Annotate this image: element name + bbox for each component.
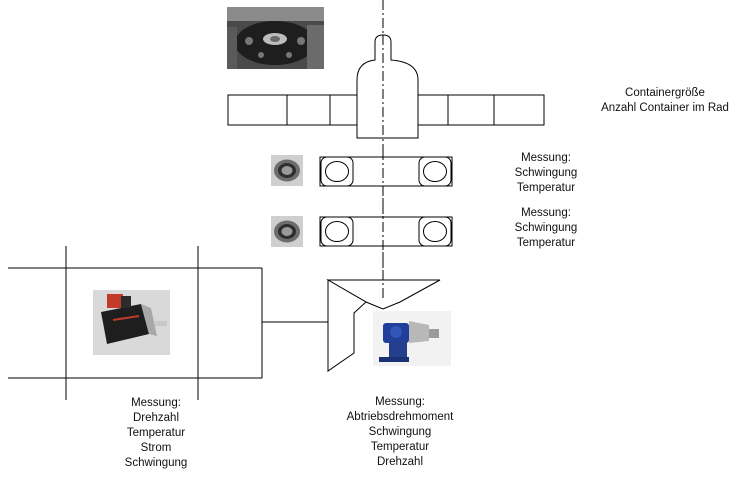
measurement-item: Temperatur xyxy=(496,236,596,251)
measurement-item: Abtriebsdrehmoment xyxy=(332,410,468,425)
gearbox-measurement-label: Messung: Abtriebsdrehmoment Schwingung T… xyxy=(332,395,468,470)
measurement-heading: Messung: xyxy=(496,206,596,221)
container-wheel-photo xyxy=(227,7,324,69)
bearing-lower xyxy=(320,217,452,246)
bearing-upper xyxy=(320,157,452,186)
servo-motor-photo xyxy=(93,290,170,355)
bearing-lower-measurement-label: Messung: Schwingung Temperatur xyxy=(496,206,596,251)
measurement-item: Drehzahl xyxy=(332,455,468,470)
wheel-hub xyxy=(357,35,418,138)
motor-measurement-label: Messung: Drehzahl Temperatur Strom Schwi… xyxy=(108,396,204,471)
measurement-item: Temperatur xyxy=(108,426,204,441)
container-size-text: Containergröße xyxy=(590,86,740,101)
measurement-item: Schwingung xyxy=(496,166,596,181)
measurement-item: Schwingung xyxy=(496,221,596,236)
measurement-heading: Messung: xyxy=(108,396,204,411)
ball-bearing-photo xyxy=(271,155,303,186)
bearing-upper-measurement-label: Messung: Schwingung Temperatur xyxy=(496,151,596,196)
measurement-item: Strom xyxy=(108,441,204,456)
measurement-item: Temperatur xyxy=(332,440,468,455)
container-count-text: Anzahl Container im Rad xyxy=(590,101,740,116)
wheel-info-label: Containergröße Anzahl Container im Rad xyxy=(590,86,740,116)
angle-gearbox-photo xyxy=(373,311,451,366)
measurement-heading: Messung: xyxy=(332,395,468,410)
measurement-item: Schwingung xyxy=(332,425,468,440)
ball-bearing-photo xyxy=(271,216,303,247)
measurement-item: Drehzahl xyxy=(108,411,204,426)
measurement-heading: Messung: xyxy=(496,151,596,166)
measurement-item: Schwingung xyxy=(108,456,204,471)
measurement-item: Temperatur xyxy=(496,181,596,196)
